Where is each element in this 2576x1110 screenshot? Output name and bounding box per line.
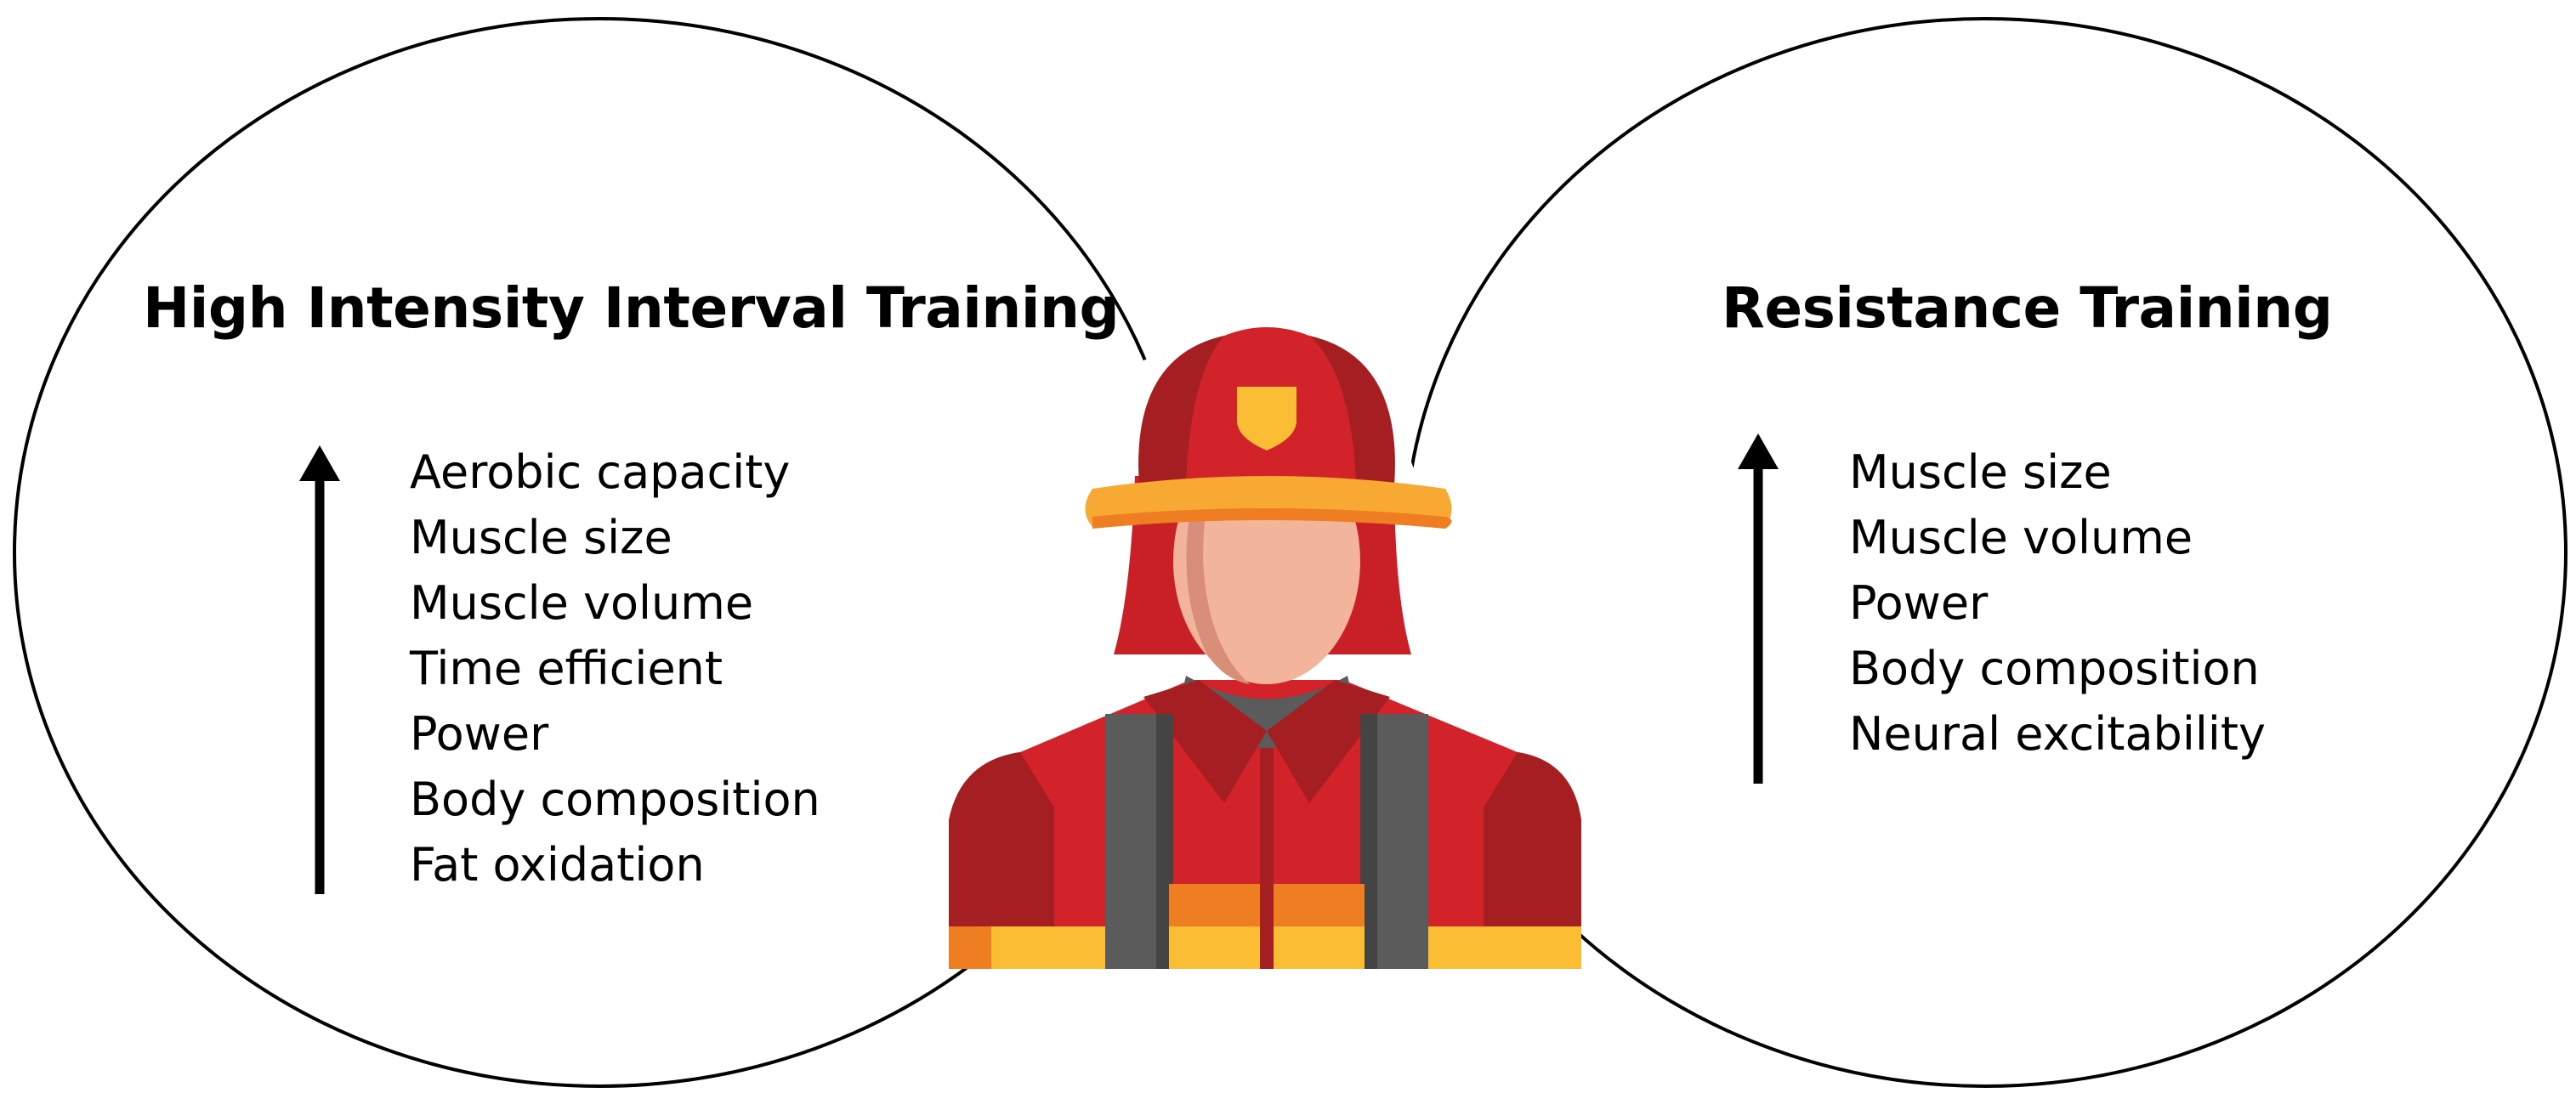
resistance-increase-arrow-icon <box>1738 433 1779 784</box>
hiit-benefits-list: Aerobic capacity Muscle size Muscle volu… <box>410 439 820 898</box>
list-item: Body composition <box>1849 642 2260 695</box>
list-item: Muscle size <box>1849 445 2112 499</box>
list-item: Aerobic capacity <box>410 445 791 499</box>
list-item: Fat oxidation <box>410 838 705 892</box>
list-item: Power <box>410 707 549 761</box>
list-item: Time efficient <box>410 642 723 695</box>
list-item: Muscle volume <box>410 576 754 630</box>
resistance-title: Resistance Training <box>1722 275 2333 341</box>
list-item: Muscle volume <box>1849 511 2193 564</box>
list-item: Muscle size <box>410 511 672 564</box>
resistance-benefits-list: Muscle size Muscle volume Power Body com… <box>1849 439 2266 767</box>
firefighter-icon <box>949 327 1581 969</box>
list-item: Neural excitability <box>1849 707 2266 761</box>
list-item: Body composition <box>410 773 820 826</box>
list-item: Power <box>1849 576 1989 630</box>
hiit-title: High Intensity Interval Training <box>143 275 1120 341</box>
hiit-increase-arrow-icon <box>299 445 340 894</box>
